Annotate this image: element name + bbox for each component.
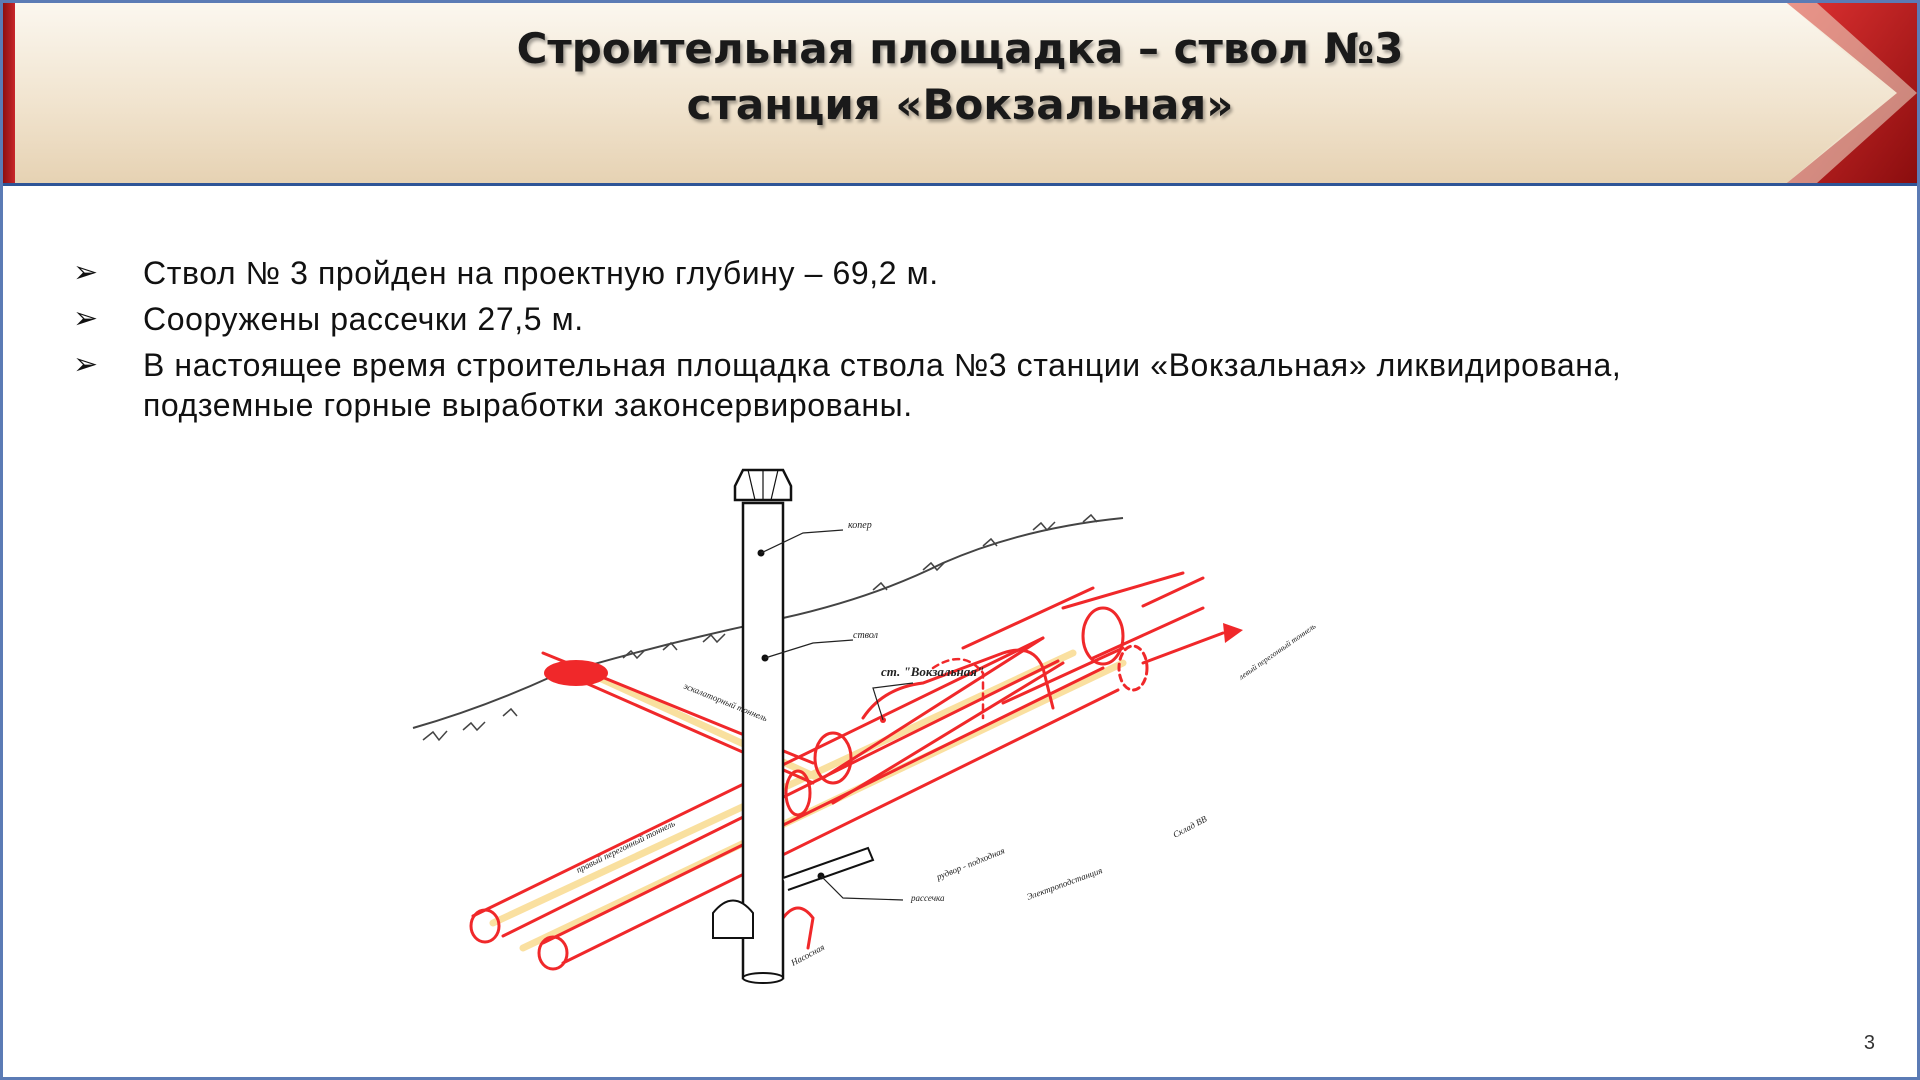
header-accent-left [3,3,15,183]
title-line-1: Строительная площадка – ствол №3 [516,24,1404,73]
bullet-list: ➢ Ствол № 3 пройден на проектную глубину… [73,253,1773,431]
arrow-bullet-icon: ➢ [73,256,99,289]
shaft-diagram: копер ствол ст. "Вокзальная" эскалаторны… [412,468,1318,984]
label-electro: Электроподстанция [1025,865,1103,902]
shaft-column [712,468,886,984]
header-arrow-decoration [1787,3,1917,183]
label-left-tunnel: левый перегонный тоннель [1236,621,1318,682]
escalator-portal [544,660,608,686]
leader-lines [760,529,914,901]
arrow-bullet-icon: ➢ [73,348,99,381]
bullet-item: ➢ Ствол № 3 пройден на проектную глубину… [73,253,1773,293]
bullet-text: В настоящее время строительная площадка … [143,347,1622,423]
arrow-bullet-icon: ➢ [73,302,99,335]
page-number: 3 [1863,1032,1875,1054]
bullet-item: ➢ Сооружены рассечки 27,5 м. [73,299,1773,339]
label-sklad: Склад ВВ [1171,813,1209,839]
label-kopyor: копер [848,520,872,531]
bullet-text: Ствол № 3 пройден на проектную глубину –… [143,255,939,291]
header-banner: Строительная площадка – ствол №3 станция… [3,3,1917,186]
bullet-text: Сооружены рассечки 27,5 м. [143,301,584,337]
label-rudvor: рудвор - подходная [934,845,1006,882]
page-title: Строительная площадка – ствол №3 станция… [263,21,1657,133]
label-rassechka: рассечка [910,893,945,903]
label-stvol: ствол [853,630,879,641]
bullet-item: ➢ В настоящее время строительная площадк… [73,345,1773,425]
label-station: ст. "Вокзальная" [881,664,984,679]
title-line-2: станция «Вокзальная» [686,80,1234,129]
